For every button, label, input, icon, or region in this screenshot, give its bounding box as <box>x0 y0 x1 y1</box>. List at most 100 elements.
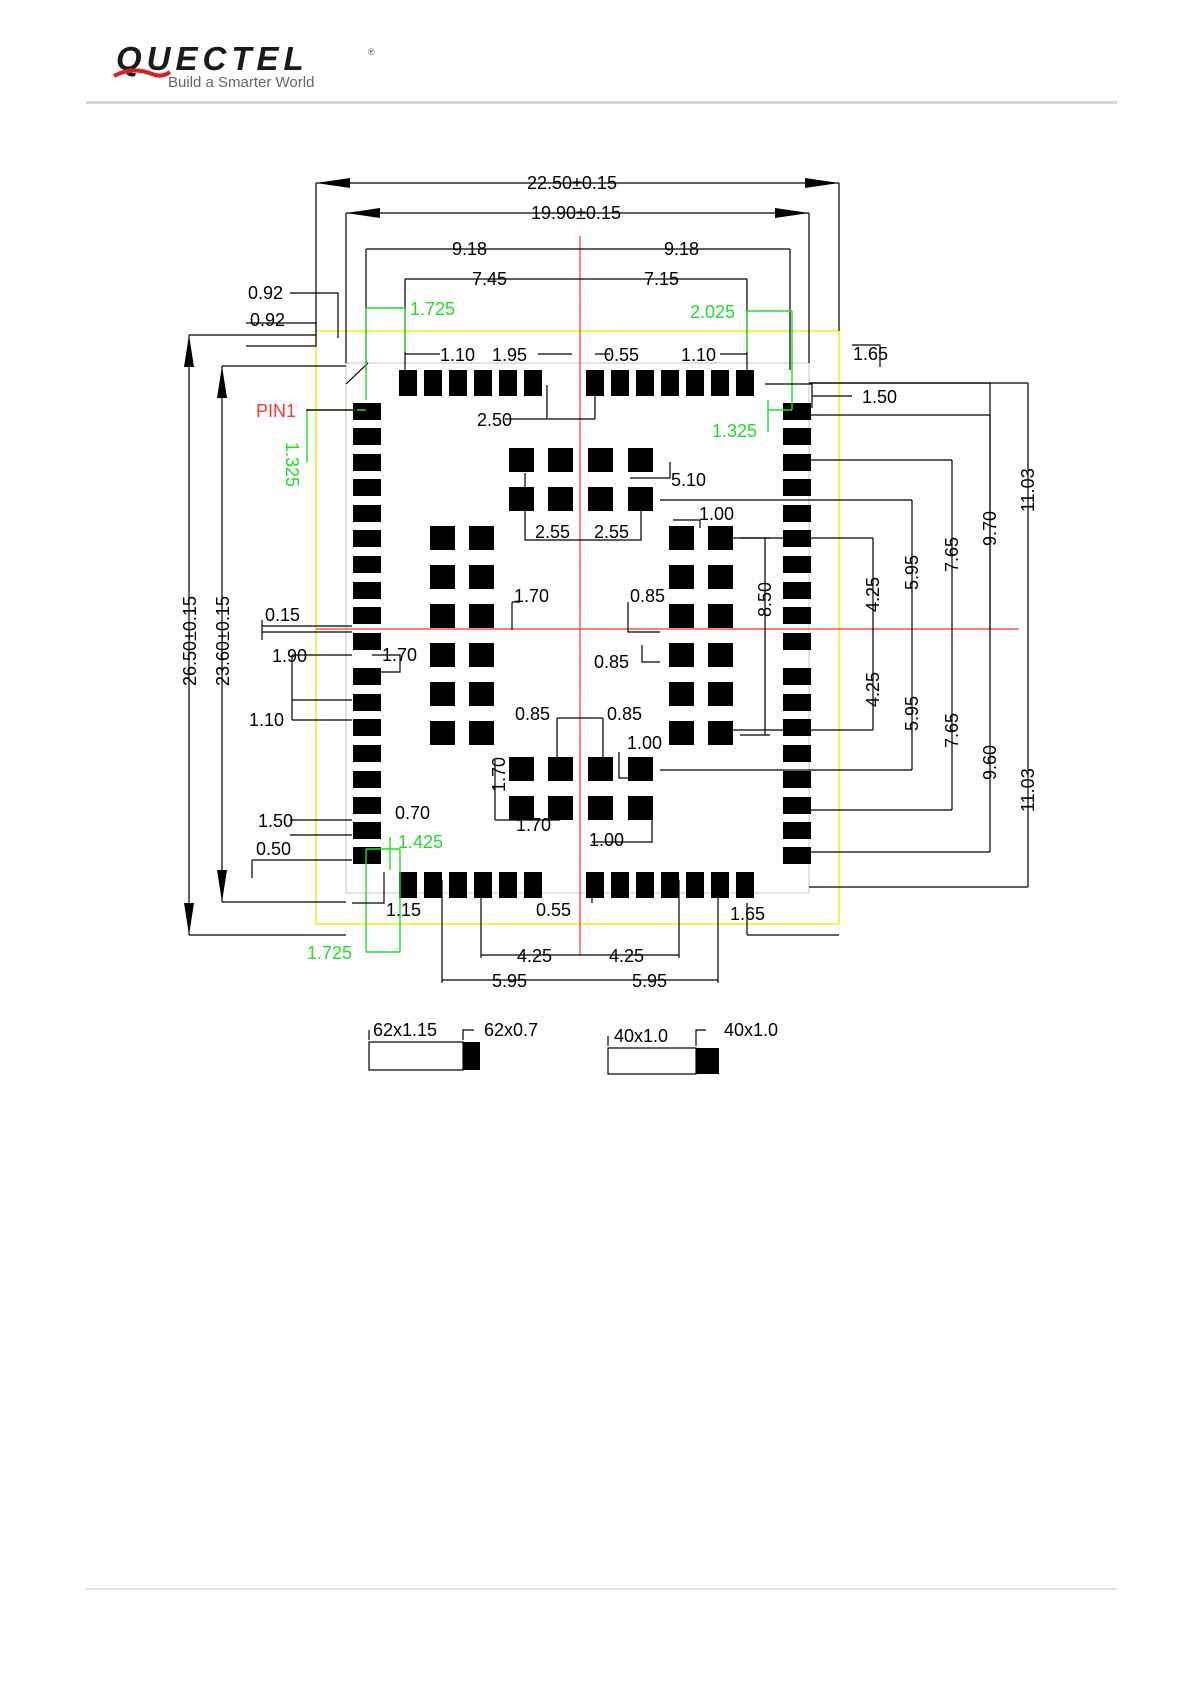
dim-100-upper: 1.00 <box>699 504 734 524</box>
pad-center-bottom-b2 <box>588 796 613 820</box>
pad-right-15 <box>783 797 811 814</box>
pad-left-block-b1 <box>469 565 494 589</box>
pad-legend <box>368 1029 719 1075</box>
pad-right-block-a2 <box>669 604 694 628</box>
module-outline-yellow <box>315 330 840 925</box>
pad-left-block-b3 <box>469 643 494 667</box>
dim-110-left: 1.10 <box>249 710 284 730</box>
top-row-dimensions <box>405 344 881 420</box>
module-body-outline <box>345 362 810 894</box>
pad-center-bottom-b0 <box>509 796 534 820</box>
dim-pad-right: 7.15 <box>644 269 679 289</box>
pad-right-4 <box>783 505 811 522</box>
registered-mark: ® <box>368 47 375 57</box>
pad-top-left-3 <box>474 370 492 396</box>
pad-bottom-left-3 <box>474 872 492 898</box>
pad-center-top-a3 <box>628 448 653 472</box>
dim-085-upper: 0.85 <box>630 586 665 606</box>
pad-right-block-a3 <box>669 643 694 667</box>
dim-115: 1.15 <box>386 900 421 920</box>
pad-right-14 <box>783 771 811 788</box>
dim-425-bottom-left: 4.25 <box>517 946 552 966</box>
dim-195: 1.95 <box>492 345 527 365</box>
green-dim-1725-bottom: 1.725 <box>307 943 352 963</box>
legend-40x10-b: 40x1.0 <box>724 1020 778 1040</box>
pad-left-8 <box>353 607 381 624</box>
dim-425-bottom-right: 4.25 <box>609 946 644 966</box>
pad-left-block-a2 <box>430 604 455 628</box>
dim-015: 0.15 <box>265 605 300 625</box>
pad-bottom-left-0 <box>399 872 417 898</box>
pad-bottom-right-2 <box>636 872 654 898</box>
pad-bottom-left-2 <box>449 872 467 898</box>
dim-970: 9.70 <box>980 511 1000 546</box>
pad-bottom-right-6 <box>736 872 754 898</box>
dim-960: 9.60 <box>980 745 1000 780</box>
pad-right-6 <box>783 556 811 573</box>
pad-left-10 <box>353 668 381 685</box>
dim-170-vertical: 1.70 <box>489 757 509 792</box>
pad-center-bottom-a2 <box>588 757 613 781</box>
dim-165-top: 1.65 <box>853 344 888 364</box>
pad-center-top-b2 <box>588 487 613 511</box>
dim-pad-left: 7.45 <box>472 269 507 289</box>
pad-top-right-3 <box>661 370 679 396</box>
logo-tagline: Build a Smarter World <box>168 74 315 91</box>
top-dimensions <box>315 178 840 370</box>
dim-765-lower: 7.65 <box>942 713 962 748</box>
pad-right-16 <box>783 822 811 839</box>
pad-left-block-b2 <box>469 604 494 628</box>
pad-right-3 <box>783 479 811 496</box>
pad-left-4 <box>353 505 381 522</box>
pad-top-left-5 <box>524 370 542 396</box>
pad-top-left-4 <box>499 370 517 396</box>
pad-top-left-1 <box>424 370 442 396</box>
dim-165-bottom: 1.65 <box>730 904 765 924</box>
dim-055-top: 0.55 <box>604 345 639 365</box>
dim-150-left: 1.50 <box>258 811 293 831</box>
pad-left-11 <box>353 694 381 711</box>
dim-055-bottom: 0.55 <box>536 900 571 920</box>
dim-half-right: 9.18 <box>664 239 699 259</box>
pad-right-0 <box>783 403 811 420</box>
pad-left-6 <box>353 556 381 573</box>
dim-outer-width: 22.50±0.15 <box>527 173 617 193</box>
pad-right-block-b1 <box>708 565 733 589</box>
pad-right-8 <box>783 607 811 624</box>
logo-swoosh-icon <box>113 68 172 78</box>
pad-left-block-b5 <box>469 721 494 745</box>
pad-left-block-b4 <box>469 682 494 706</box>
pad-center-top-b0 <box>509 487 534 511</box>
dim-595-bottom-left: 5.95 <box>492 971 527 991</box>
green-dim-1325-right: 1.325 <box>712 421 757 441</box>
dim-255-right: 2.55 <box>594 522 629 542</box>
pad-left-block-a3 <box>430 643 455 667</box>
pad-right-block-a5 <box>669 721 694 745</box>
pad-bottom-right-4 <box>686 872 704 898</box>
pad-center-bottom-a0 <box>509 757 534 781</box>
legend-40x10-a: 40x1.0 <box>614 1026 668 1046</box>
pad-right-block-b2 <box>708 604 733 628</box>
pad-left-16 <box>353 822 381 839</box>
dim-085-mid: 0.85 <box>594 652 629 672</box>
dim-070: 0.70 <box>395 803 430 823</box>
pad-center-bottom-a3 <box>628 757 653 781</box>
dim-170-center: 1.70 <box>514 586 549 606</box>
pad-center-top-a1 <box>548 448 573 472</box>
pad-right-11 <box>783 694 811 711</box>
pad-right-1 <box>783 428 811 445</box>
pin1-label: PIN1 <box>256 401 296 421</box>
pad-top-left-2 <box>449 370 467 396</box>
pad-top-right-6 <box>736 370 754 396</box>
footer-divider <box>86 1588 1117 1590</box>
pad-left-0 <box>353 403 381 420</box>
dim-595-upper: 5.95 <box>902 555 922 590</box>
dim-170-bottom: 1.70 <box>516 815 551 835</box>
dim-outer-height: 26.50±0.15 <box>180 596 200 686</box>
right-dimensions <box>660 382 1029 888</box>
dim-425-upper: 4.25 <box>863 577 883 612</box>
legend-62x07: 62x0.7 <box>484 1020 538 1040</box>
green-dim-1725-top: 1.725 <box>410 299 455 319</box>
pad-left-5 <box>353 530 381 547</box>
